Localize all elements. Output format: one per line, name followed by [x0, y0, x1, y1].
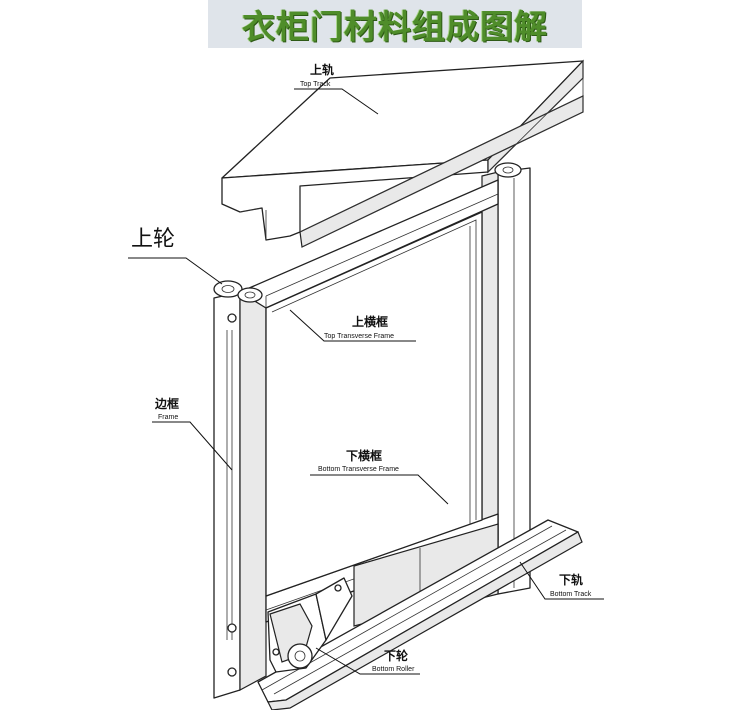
label-bottom-track-cn: 下轨: [559, 572, 583, 587]
label-frame-cn: 边框: [154, 396, 179, 411]
top-roller-wheel-right: [494, 162, 522, 178]
label-top-track: 上轨 Top Track: [294, 62, 379, 115]
top-roller-wheel-left: [213, 280, 263, 303]
bottom-roller: [267, 577, 353, 673]
label-bottom-track-en: Bottom Track: [550, 591, 592, 598]
label-bottom-roller-cn: 下轮: [384, 648, 409, 663]
label-bottom-transverse-frame-cn: 下横框: [346, 448, 382, 463]
label-top-roller-cn: 上轮: [131, 227, 175, 252]
label-bottom-transverse-frame-en: Bottom Transverse Frame: [318, 466, 399, 473]
label-bottom-track: 下轨 Bottom Track: [519, 561, 604, 600]
label-frame: 边框 Frame: [152, 396, 233, 471]
title-banner: 衣柜门材料组成图解: [208, 0, 582, 48]
label-bottom-roller-en: Bottom Roller: [372, 666, 415, 673]
label-top-transverse-frame-en: Top Transverse Frame: [324, 333, 394, 340]
diagram-title: 衣柜门材料组成图解: [242, 7, 548, 46]
label-bottom-roller: 下轮 Bottom Roller: [315, 647, 420, 675]
label-top-roller: 上轮: [128, 227, 223, 285]
door-frame: [213, 162, 531, 699]
label-top-track-cn: 上轨: [310, 62, 334, 77]
label-top-track-en: Top Track: [300, 81, 331, 88]
label-frame-en: Frame: [158, 414, 178, 421]
label-bottom-transverse-frame: 下横框 Bottom Transverse Frame: [310, 448, 449, 505]
label-top-transverse-frame: 上横框 Top Transverse Frame: [289, 309, 416, 342]
label-top-transverse-frame-cn: 上横框: [352, 314, 388, 329]
top-track: [221, 59, 584, 248]
